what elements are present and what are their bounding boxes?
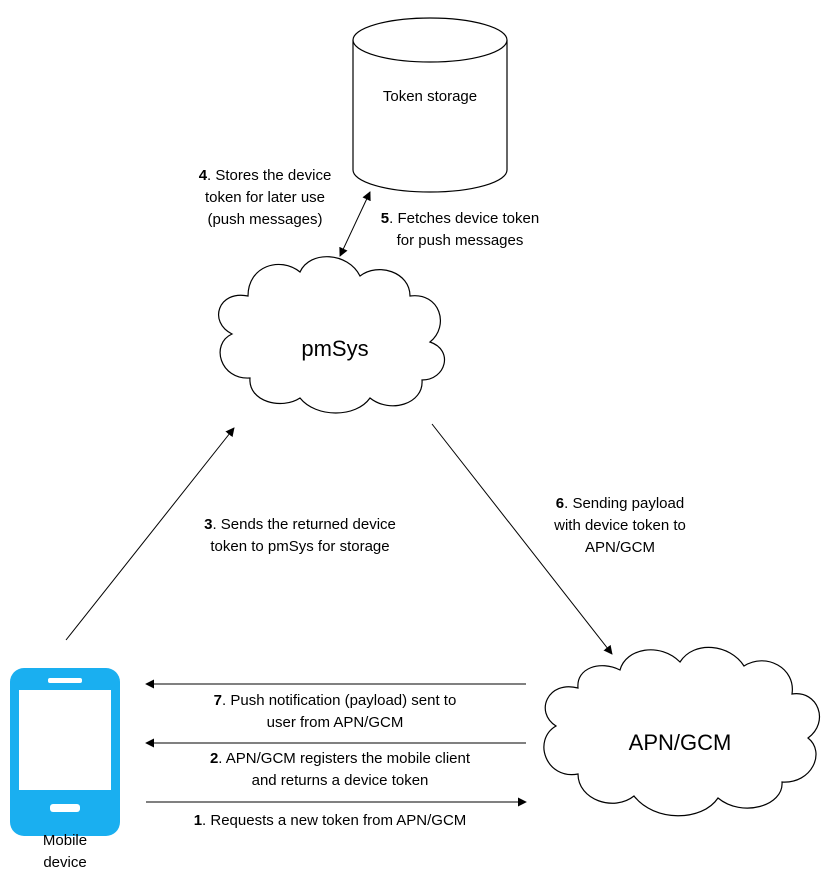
arrow-mobile-to-pmsys: [65, 427, 235, 641]
step-3-number: 3: [204, 516, 213, 533]
step-6-number: 6: [555, 495, 565, 512]
apn-cloud: [543, 646, 820, 817]
step-2-line1: . APN/GCM registers the mobile client: [218, 750, 471, 767]
step-2-line2: and returns a device token: [251, 772, 429, 789]
mobile-device-line2: device: [43, 854, 87, 871]
step-7-number: 7: [213, 692, 223, 709]
step-4-number: 4: [198, 167, 208, 184]
apn-text: APN/GCM: [628, 730, 732, 755]
mobile-device-line1: Mobile: [42, 832, 88, 849]
step-2-label: 2. APN/GCM registers the mobile client a…: [150, 748, 530, 792]
step-7-line2: user from APN/GCM: [266, 714, 404, 731]
pmsys-cloud: [218, 256, 446, 414]
mobile-device-label: Mobile device: [5, 830, 125, 874]
pmsys-label: pmSys: [250, 338, 420, 360]
apn-label: APN/GCM: [600, 732, 760, 754]
step-5-line1: . Fetches device token: [389, 210, 540, 227]
step-6-label: 6. Sending payload with device token to …: [520, 493, 720, 559]
arrow-pmsys-to-apn: [431, 423, 613, 655]
step-1-label: 1. Requests a new token from APN/GCM: [140, 810, 520, 832]
step-5-label: 5. Fetches device token for push message…: [360, 208, 560, 252]
token-storage-text: Token storage: [382, 88, 478, 105]
mobile-phone-icon: [10, 668, 120, 836]
step-4-line3: (push messages): [207, 211, 323, 228]
token-storage-cylinder: [352, 17, 508, 193]
step-5-line2: for push messages: [396, 232, 524, 249]
step-3-line1: . Sends the returned device: [212, 516, 396, 533]
step-1-number: 1: [193, 812, 203, 829]
step-4-line1: . Stores the device: [207, 167, 332, 184]
step-2-number: 2: [209, 750, 219, 767]
step-6-line3: APN/GCM: [584, 539, 655, 556]
step-3-line2: token to pmSys for storage: [210, 538, 390, 555]
token-storage-label: Token storage: [353, 86, 507, 108]
step-6-line1: . Sending payload: [564, 495, 685, 512]
step-5-number: 5: [380, 210, 390, 227]
step-3-label: 3. Sends the returned device token to pm…: [160, 514, 440, 558]
step-4-line2: token for later use: [204, 189, 326, 206]
step-7-label: 7. Push notification (payload) sent to u…: [150, 690, 520, 734]
step-1-line1: . Requests a new token from APN/GCM: [202, 812, 467, 829]
step-6-line2: with device token to: [554, 517, 686, 534]
pmsys-text: pmSys: [301, 336, 369, 361]
arrow-storage-pmsys: [339, 191, 371, 257]
step-4-label: 4. Stores the device token for later use…: [160, 165, 370, 231]
step-7-line1: . Push notification (payload) sent to: [222, 692, 457, 709]
